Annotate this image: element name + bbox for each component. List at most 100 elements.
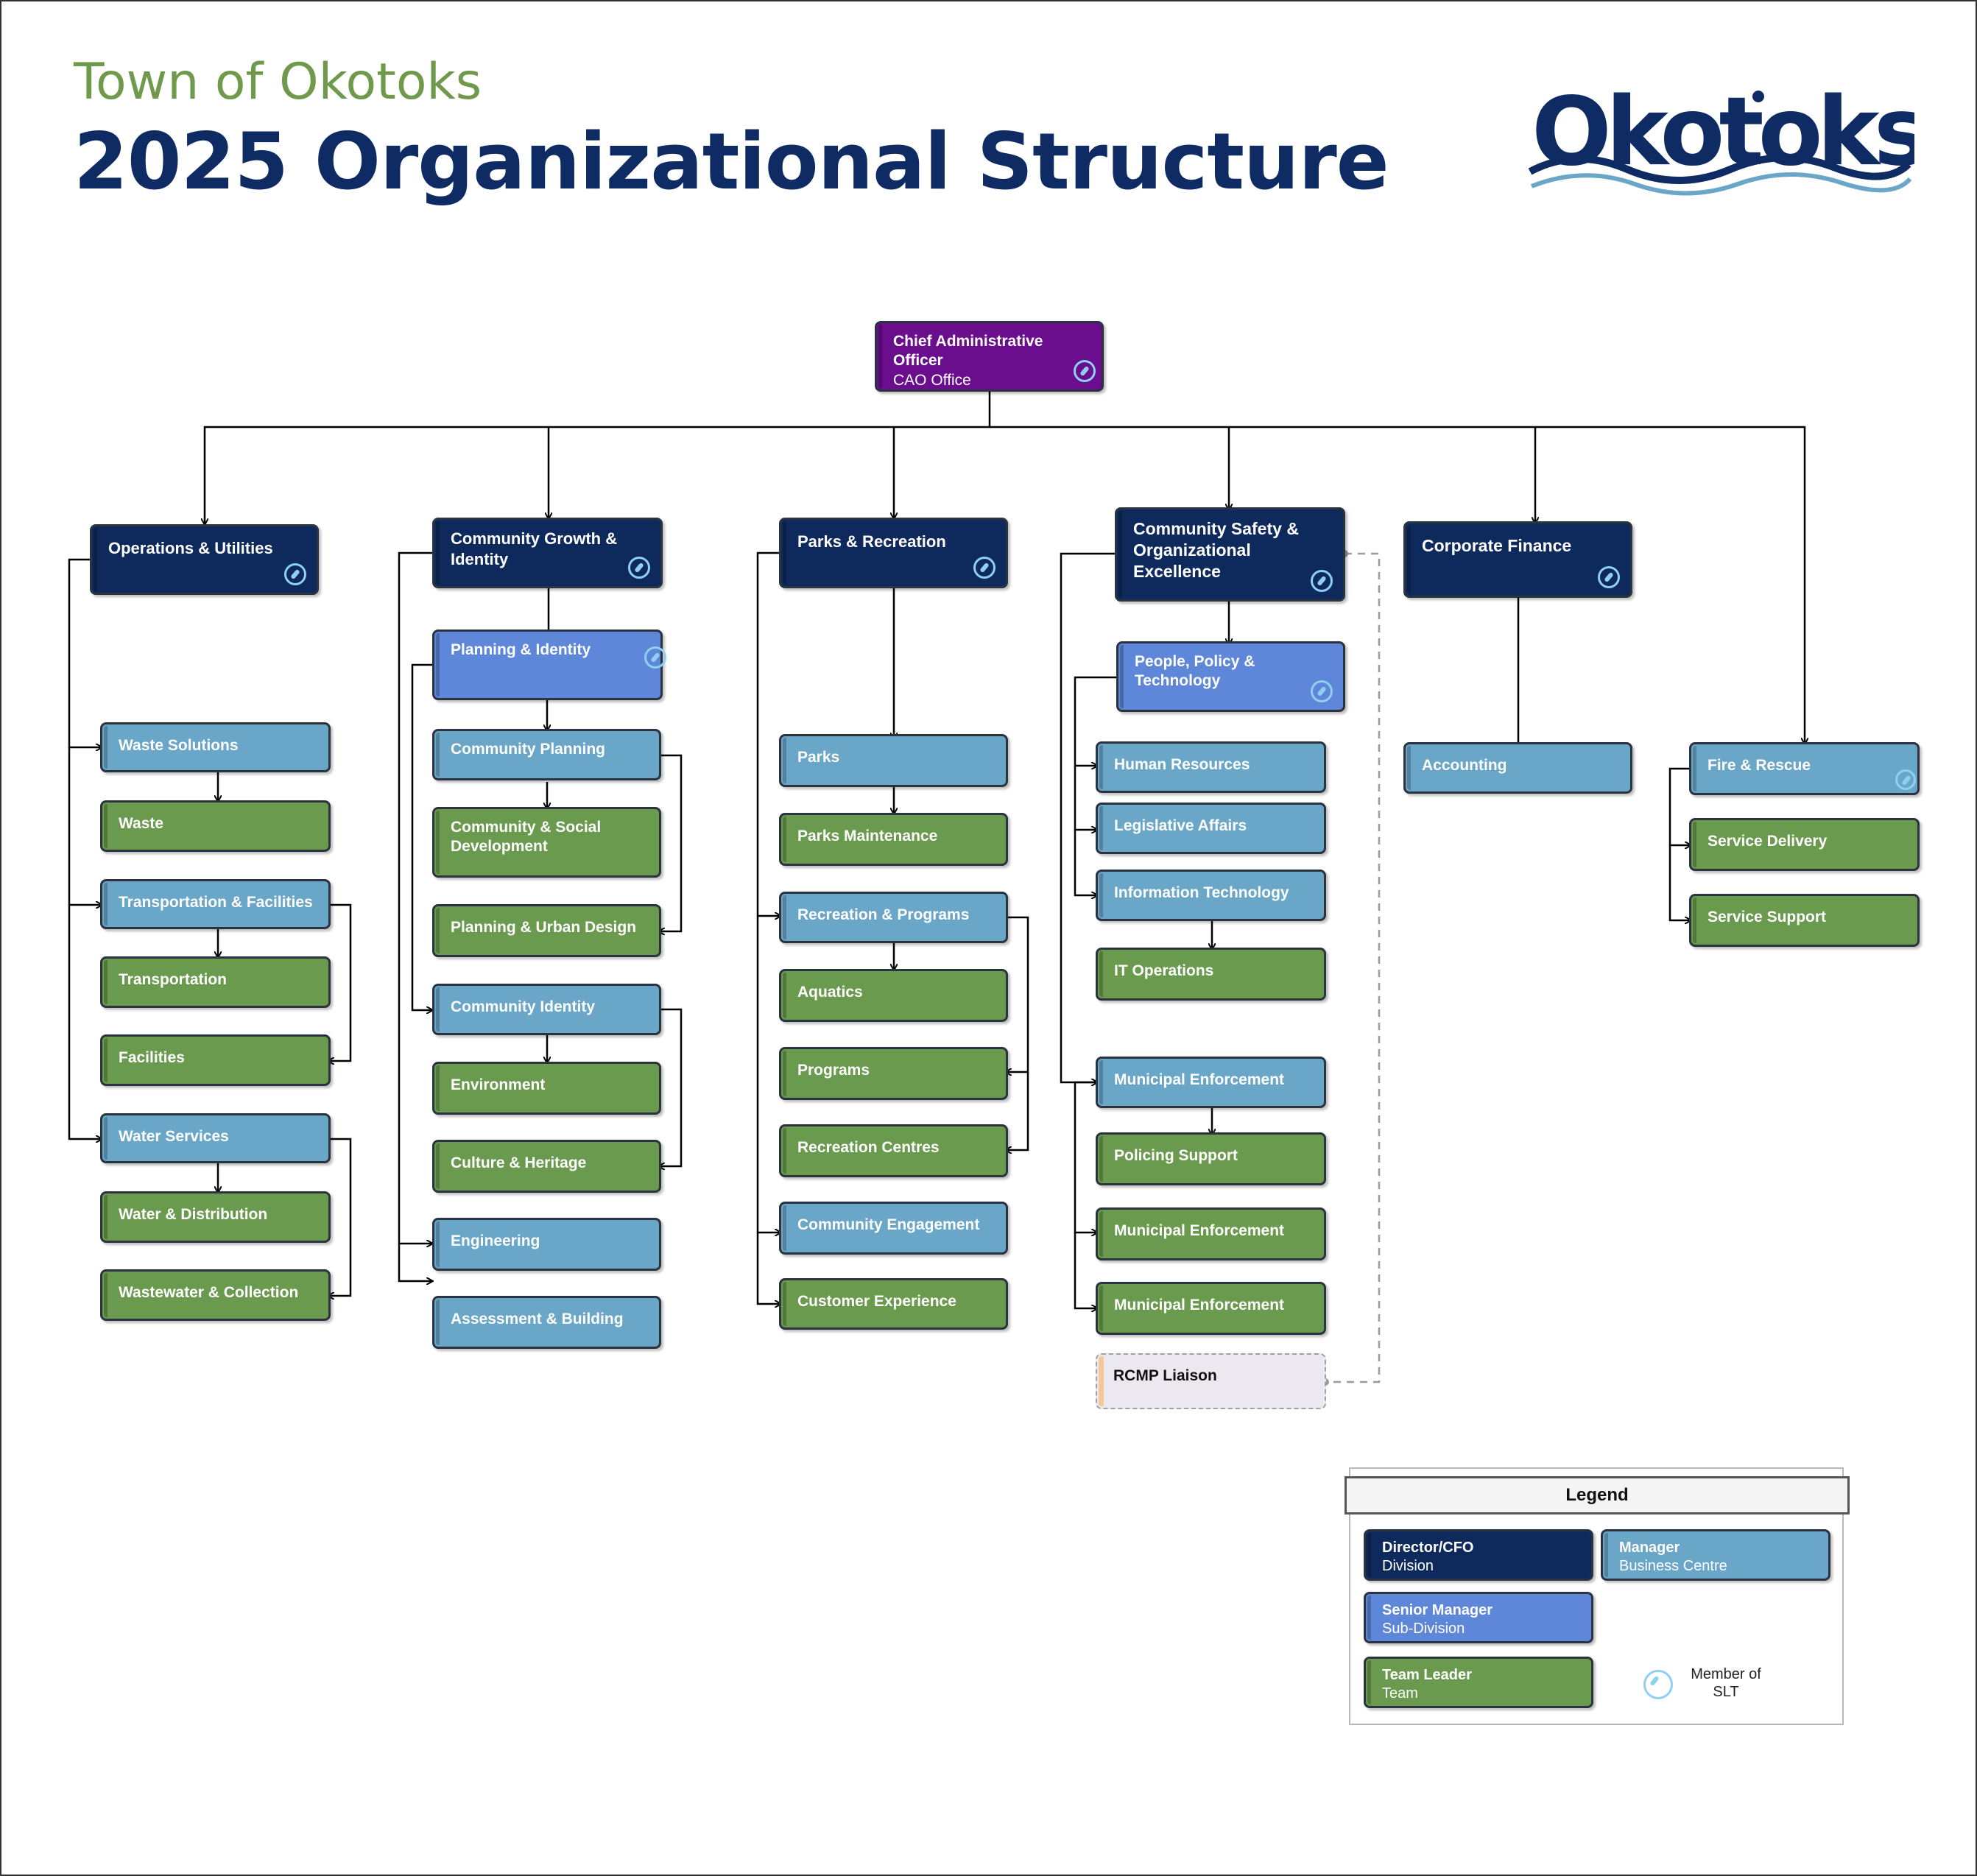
page-subtitle: Town of Okotoks <box>74 53 482 111</box>
team-label: Aquatics <box>797 984 863 1001</box>
compass-icon <box>644 646 666 669</box>
cao-title: Chief Administrative Officer <box>893 333 1043 370</box>
team-culture-heritage[interactable]: Culture & Heritage <box>432 1140 661 1193</box>
team-recreation-centres[interactable]: Recreation Centres <box>779 1124 1008 1177</box>
division-community-growth-identity[interactable]: Community Growth & Identity <box>432 518 663 588</box>
legend-director: Director/CFO Division <box>1364 1529 1593 1581</box>
unit-label: Accounting <box>1422 757 1507 774</box>
unit-label: Transportation & Facilities <box>119 894 313 911</box>
unit-waste-solutions[interactable]: Waste Solutions <box>100 722 331 772</box>
unit-label: Recreation & Programs <box>797 906 970 923</box>
unit-information-technology[interactable]: Information Technology <box>1096 870 1326 921</box>
compass-icon <box>284 563 306 585</box>
unit-engineering[interactable]: Engineering <box>432 1218 661 1271</box>
unit-municipal-enforcement[interactable]: Municipal Enforcement <box>1096 1057 1326 1108</box>
division-corporate-finance[interactable]: Corporate Finance <box>1403 521 1632 598</box>
unit-label: Engineering <box>451 1233 540 1249</box>
okotoks-logo: Okotoks <box>1528 77 1914 196</box>
division-label: Corporate Finance <box>1422 536 1572 555</box>
team-label: Community & Social Development <box>451 819 602 856</box>
division-parks-recreation[interactable]: Parks & Recreation <box>779 518 1008 588</box>
team-label: Service Support <box>1708 909 1827 925</box>
rcmp-liaison[interactable]: RCMP Liaison <box>1096 1353 1326 1409</box>
division-label: Operations & Utilities <box>108 539 273 557</box>
division-community-safety-organizational-excellence[interactable]: Community Safety & Organizational Excell… <box>1115 507 1345 602</box>
unit-customer-experience[interactable]: Customer Experience <box>779 1278 1008 1330</box>
unit-assessment-building[interactable]: Assessment & Building <box>432 1296 661 1349</box>
unit-label: Assessment & Building <box>451 1311 624 1327</box>
unit-label: Community Engagement <box>797 1216 980 1233</box>
unit-label: Information Technology <box>1114 884 1289 901</box>
compass-icon <box>1074 360 1096 382</box>
team-aquatics[interactable]: Aquatics <box>779 969 1008 1022</box>
subdivision-people-policy-technology[interactable]: People, Policy & Technology <box>1116 641 1345 712</box>
legend-senior-manager: Senior Manager Sub-Division <box>1364 1592 1593 1643</box>
unit-human-resources[interactable]: Human Resources <box>1096 741 1326 793</box>
unit-parks[interactable]: Parks <box>779 734 1008 787</box>
team-label: Water & Distribution <box>119 1206 268 1223</box>
legend-role: Director/CFO <box>1382 1540 1474 1556</box>
unit-label: Fire & Rescue <box>1708 757 1811 774</box>
legend-level: Team <box>1382 1685 1418 1702</box>
team-label: Municipal Enforcement <box>1114 1297 1285 1313</box>
division-label: Parks & Recreation <box>797 532 946 551</box>
team-label: Planning & Urban Design <box>451 919 637 936</box>
team-label: Environment <box>451 1076 546 1093</box>
team-municipal-enforcement-2[interactable]: Municipal Enforcement <box>1096 1282 1326 1335</box>
unit-label: Parks <box>797 749 840 766</box>
team-it-operations[interactable]: IT Operations <box>1096 948 1326 1001</box>
unit-label: Community Planning <box>451 741 605 758</box>
division-operations-utilities[interactable]: Operations & Utilities <box>90 524 319 595</box>
legend-level: Business Centre <box>1619 1558 1727 1574</box>
team-policing-support[interactable]: Policing Support <box>1096 1132 1326 1185</box>
compass-icon <box>628 557 650 579</box>
legend-team-leader: Team Leader Team <box>1364 1657 1593 1708</box>
unit-fire-rescue[interactable]: Fire & Rescue <box>1689 742 1920 795</box>
team-community-social-development[interactable]: Community & Social Development <box>432 807 661 878</box>
compass-icon <box>1311 570 1333 592</box>
team-municipal-enforcement-1[interactable]: Municipal Enforcement <box>1096 1207 1326 1260</box>
team-facilities[interactable]: Facilities <box>100 1034 331 1086</box>
cao-box[interactable]: Chief Administrative Officer CAO Office <box>875 321 1104 392</box>
team-label: Wastewater & Collection <box>119 1284 299 1301</box>
team-label: Transportation <box>119 971 228 988</box>
team-environment[interactable]: Environment <box>432 1062 661 1115</box>
liaison-label: RCMP Liaison <box>1113 1367 1217 1384</box>
team-wastewater-collection[interactable]: Wastewater & Collection <box>100 1269 331 1321</box>
unit-label: Customer Experience <box>797 1293 956 1310</box>
subdivision-planning-identity[interactable]: Planning & Identity <box>432 630 666 700</box>
unit-recreation-programs[interactable]: Recreation & Programs <box>779 892 1008 943</box>
team-label: IT Operations <box>1114 962 1214 979</box>
team-label: Parks Maintenance <box>797 828 938 844</box>
cao-subtitle: CAO Office <box>893 371 971 389</box>
team-transportation[interactable]: Transportation <box>100 956 331 1008</box>
team-service-support[interactable]: Service Support <box>1689 894 1920 947</box>
unit-community-planning[interactable]: Community Planning <box>432 729 661 780</box>
team-label: Policing Support <box>1114 1147 1238 1164</box>
team-water-distribution[interactable]: Water & Distribution <box>100 1191 331 1243</box>
legend-role: Team Leader <box>1382 1667 1472 1683</box>
legend-title: Legend <box>1345 1476 1850 1514</box>
subdivision-label: People, Policy & Technology <box>1135 653 1255 690</box>
unit-legislative-affairs[interactable]: Legislative Affairs <box>1096 803 1326 854</box>
team-label: Waste <box>119 815 164 832</box>
team-label: Facilities <box>119 1049 185 1066</box>
team-parks-maintenance[interactable]: Parks Maintenance <box>779 813 1008 866</box>
unit-accounting[interactable]: Accounting <box>1403 742 1632 794</box>
unit-water-services[interactable]: Water Services <box>100 1113 331 1163</box>
unit-community-identity[interactable]: Community Identity <box>432 984 661 1035</box>
team-label: Recreation Centres <box>797 1139 940 1156</box>
team-programs[interactable]: Programs <box>779 1047 1008 1100</box>
unit-label: Water Services <box>119 1128 229 1145</box>
unit-community-engagement[interactable]: Community Engagement <box>779 1202 1008 1255</box>
team-planning-urban-design[interactable]: Planning & Urban Design <box>432 904 661 957</box>
team-waste[interactable]: Waste <box>100 800 331 852</box>
unit-transportation-facilities[interactable]: Transportation & Facilities <box>100 879 331 929</box>
legend-level: Division <box>1382 1558 1434 1574</box>
team-service-delivery[interactable]: Service Delivery <box>1689 818 1920 871</box>
legend-role: Manager <box>1619 1540 1680 1556</box>
legend-manager: Manager Business Centre <box>1601 1529 1830 1581</box>
unit-label: Legislative Affairs <box>1114 817 1247 834</box>
unit-label: Municipal Enforcement <box>1114 1071 1285 1088</box>
